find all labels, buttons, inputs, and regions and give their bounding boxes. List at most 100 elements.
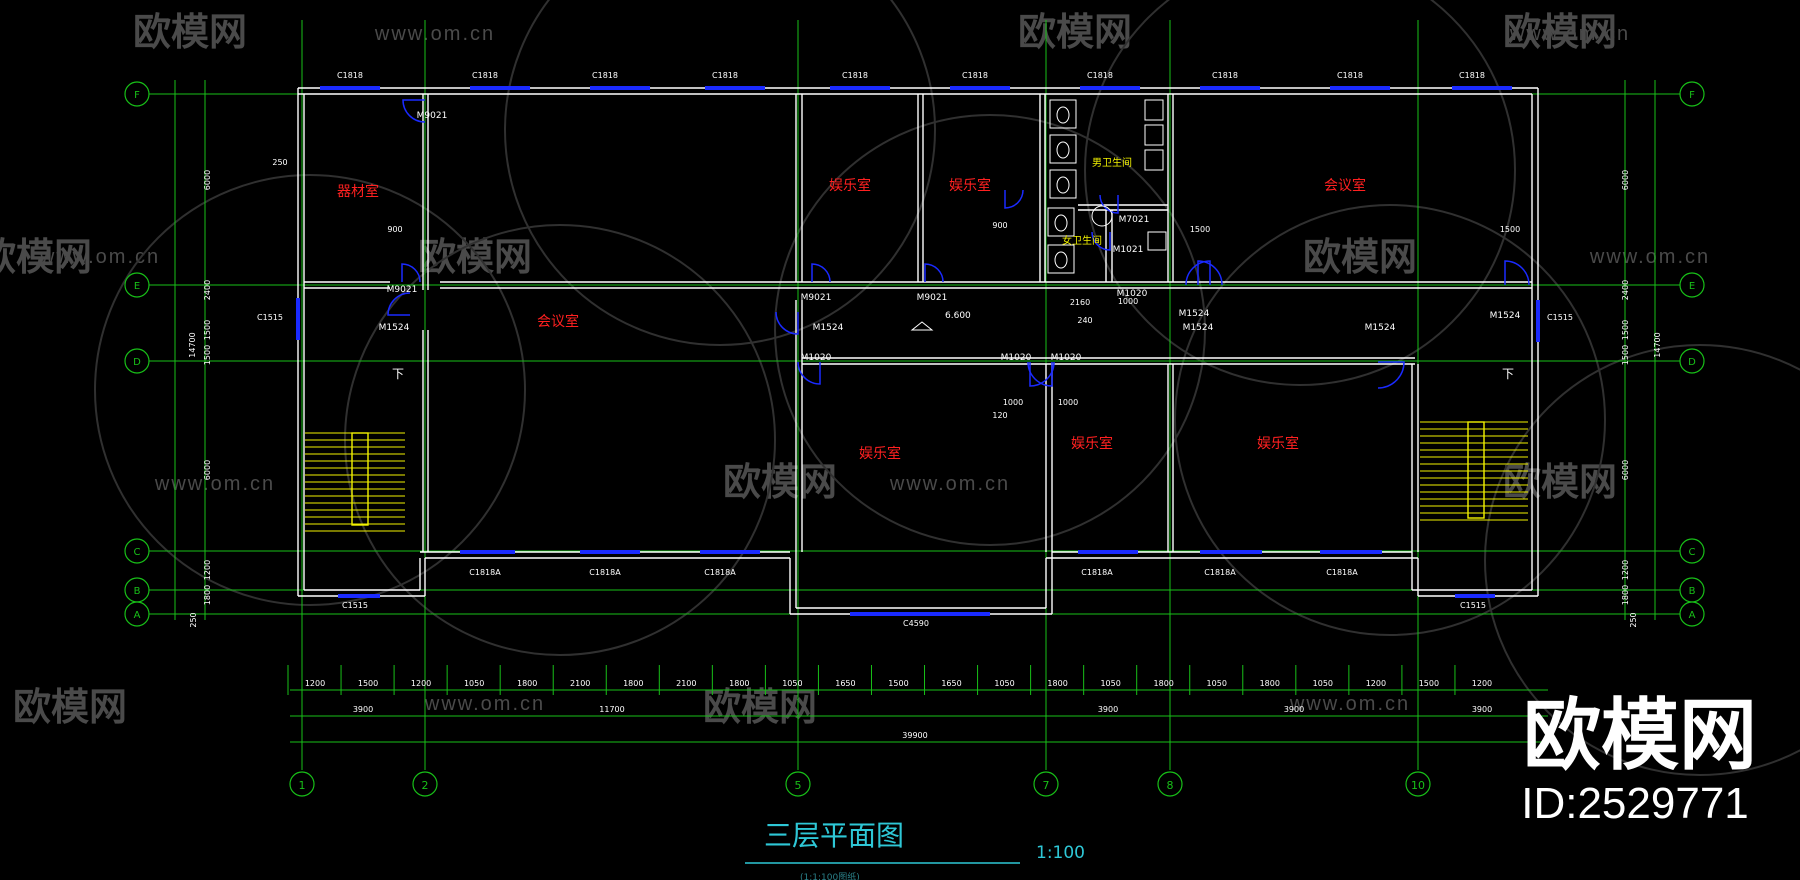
door-label: M1524 <box>1179 309 1210 319</box>
door-M1524 <box>1185 260 1211 286</box>
dim-text-row1: 1200 <box>411 679 431 688</box>
dim-text-left: 2400 <box>203 280 212 300</box>
axis-bubble <box>1405 771 1431 797</box>
door-M1524 <box>775 311 799 335</box>
window-label: C1818 <box>842 71 868 80</box>
stairs <box>305 421 1528 532</box>
watermark-url: www.om.cn <box>1289 693 1410 715</box>
dim-text-left: 1200 <box>203 560 212 580</box>
window-label: C1818A <box>1081 568 1113 577</box>
drawing-title: 三层平面图 <box>764 819 904 852</box>
stair-direction-label: 下 <box>1502 367 1514 381</box>
axis-bubble <box>289 771 315 797</box>
dim-text-left: 1800 <box>203 585 212 605</box>
dim-text-row1: 1500 <box>358 679 378 688</box>
door-label: M9021 <box>801 293 832 303</box>
door-label: M1524 <box>379 323 410 333</box>
axis-bubble-label: C <box>1689 547 1696 558</box>
window-label: C1818 <box>1087 71 1113 80</box>
dim-text-misc: 250 <box>272 158 287 167</box>
door-M9021 <box>924 263 944 283</box>
watermark-circle <box>1174 204 1606 636</box>
axis-bubble-label: C <box>134 547 141 558</box>
watermark-brand: 欧模网 <box>723 460 837 504</box>
door-label: M1020 <box>1117 289 1148 299</box>
drawing-subtitle: (1:1:100图纸) <box>800 871 860 880</box>
axis-bubble <box>1679 272 1705 298</box>
window-label: C1818 <box>1212 71 1238 80</box>
window-label: C1818 <box>592 71 618 80</box>
dim-text-row1: 1800 <box>517 679 537 688</box>
dim-text-left: 1500 <box>203 320 212 340</box>
dim-text-right: 1500 <box>1621 345 1630 365</box>
door-M1021 <box>1091 231 1111 251</box>
watermark-layer: 欧模网欧模网欧模网欧模网欧模网欧模网欧模网欧模网欧模网欧模网www.om.cnw… <box>0 0 1800 776</box>
toilet-bowl <box>1056 176 1070 194</box>
watermark-url: www.om.cn <box>424 693 545 715</box>
door-label: M1020 <box>1051 353 1082 363</box>
door-M9021 <box>402 99 426 123</box>
door-label: M1524 <box>1490 311 1521 321</box>
watermark-brand: 欧模网 <box>1503 10 1617 54</box>
dim-text-right: 14700 <box>1653 332 1662 357</box>
dim-text-row1: 1650 <box>835 679 855 688</box>
dim-text-right: 1200 <box>1621 560 1630 580</box>
door-M1020 <box>1027 361 1053 387</box>
axis-bubble <box>412 771 438 797</box>
window-label: C1515 <box>342 601 368 610</box>
watermark-brand: 欧模网 <box>1303 235 1417 279</box>
dim-text-row1: 1050 <box>994 679 1014 688</box>
watermark-url: www.om.cn <box>889 473 1010 495</box>
dim-text-row1: 1800 <box>1047 679 1067 688</box>
door-label: M9021 <box>417 111 448 121</box>
toilet-stall <box>1047 207 1075 237</box>
axis-bubble <box>785 771 811 797</box>
dim-text-misc: 1000 <box>1118 297 1138 306</box>
dim-text-left: 6000 <box>203 170 212 190</box>
door-M1524 <box>1504 260 1530 286</box>
axis-bubble <box>1679 538 1705 564</box>
room-label: 女卫生间 <box>1062 234 1102 247</box>
watermark-id: ID:2529771 <box>1521 779 1749 828</box>
dim-text-row2: 3900 <box>1472 705 1492 714</box>
window-label: C1515 <box>257 313 283 322</box>
dim-text-right: 6000 <box>1621 170 1630 190</box>
dim-text-row1: 1800 <box>623 679 643 688</box>
toilet-fixtures <box>1047 99 1167 274</box>
door-label: M9021 <box>917 293 948 303</box>
watermark-circle <box>504 0 936 346</box>
stair-right-handrail <box>1467 421 1485 519</box>
door-label: M1524 <box>1365 323 1396 333</box>
dim-text-row1: 1500 <box>1419 679 1439 688</box>
axis-bubble <box>1157 771 1183 797</box>
dim-text-row1: 1500 <box>888 679 908 688</box>
walls <box>297 87 1539 615</box>
window-label: C4590 <box>903 619 929 628</box>
axis-bubble-label: 1 <box>299 779 306 792</box>
watermark-circle <box>774 114 1206 546</box>
axis-bubble <box>124 348 150 374</box>
axis-bubble <box>1679 348 1705 374</box>
toilet-stall <box>1049 134 1077 164</box>
door-M1020 <box>1029 361 1055 387</box>
toilet-stall <box>1049 99 1077 129</box>
room-label: 娱乐室 <box>949 177 991 194</box>
axis-bubble <box>124 272 150 298</box>
dim-text-row1: 1050 <box>1313 679 1333 688</box>
elevation-mark: 6.600 <box>945 311 971 321</box>
room-label: 娱乐室 <box>1071 435 1113 452</box>
axis-bubble <box>124 601 150 627</box>
watermark-url: www.om.cn <box>1589 246 1710 268</box>
dim-text-row1: 1200 <box>1366 679 1386 688</box>
window-label: C1818 <box>962 71 988 80</box>
window-label: C1818A <box>589 568 621 577</box>
toilet-stall <box>1049 169 1077 199</box>
window-label: C1818A <box>1326 568 1358 577</box>
door-M1020 <box>797 361 821 385</box>
axis-bubble-label: A <box>134 610 141 621</box>
toilet-bowl <box>1056 106 1070 124</box>
dim-text-misc: 120 <box>992 411 1007 420</box>
watermark-url: www.om.cn <box>39 246 160 268</box>
dim-text-left: 14700 <box>188 332 197 357</box>
